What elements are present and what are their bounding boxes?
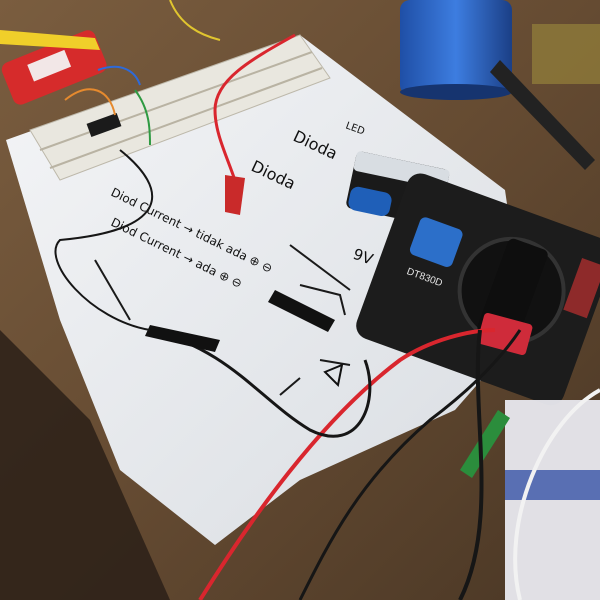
handwriting-voltage: 9V [351, 245, 376, 269]
breadboard [29, 34, 331, 181]
blue-cup [400, 0, 512, 95]
cardboard-piece [532, 24, 600, 84]
orange-jumper [64, 88, 116, 116]
black-clip-left [145, 325, 220, 352]
black-clip-right [268, 290, 335, 332]
diode-symbol [323, 363, 344, 388]
red-wire-top [213, 33, 296, 201]
ic-chip [86, 112, 122, 138]
black-wire-probe [298, 329, 522, 600]
black-wire-main [149, 328, 372, 438]
schematic-lines [94, 244, 351, 396]
red-probe-plug [477, 312, 533, 356]
breadboard-rail-2 [49, 67, 323, 169]
yellow-jumper [169, 0, 221, 41]
white-wire [513, 388, 600, 600]
parts-box-edge [505, 470, 600, 500]
red-wire-long [198, 328, 496, 600]
yellow-tool [0, 30, 100, 50]
breadboard-rail [39, 51, 313, 151]
lighter-label [27, 49, 72, 82]
black-wire-right [458, 329, 484, 600]
cup-base [400, 84, 512, 100]
green-clip [460, 410, 510, 478]
blue-jumper [97, 65, 141, 86]
green-jumper [134, 89, 151, 146]
black-wire-top [54, 149, 154, 331]
dark-pliers [490, 60, 595, 170]
red-alligator-clip [225, 175, 245, 215]
shadow-region [0, 330, 170, 600]
